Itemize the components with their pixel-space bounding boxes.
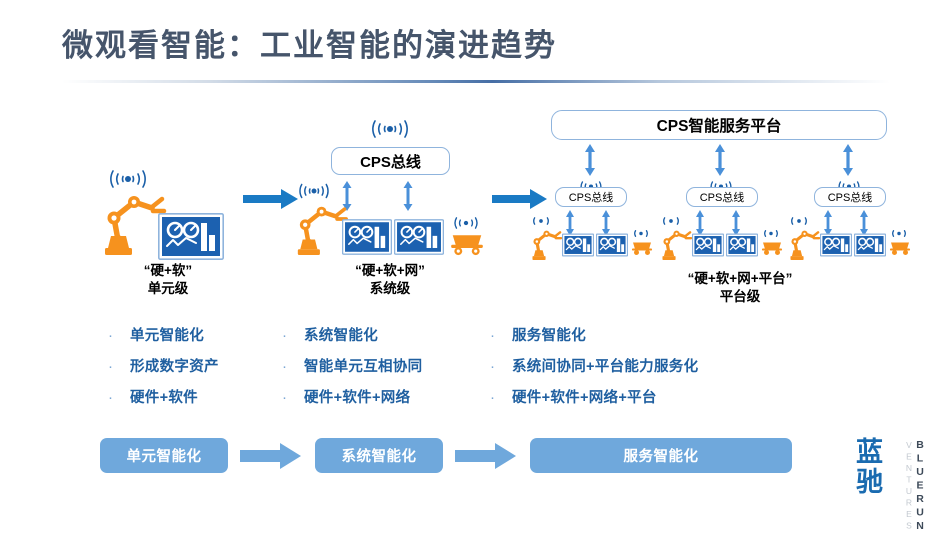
logo-ventures-text: VENTURES [904,440,914,532]
agv-cart-icon [762,242,782,255]
monitor-icon [854,233,886,257]
bullet-dot-icon: · [108,358,113,375]
logo-cn-line2: 驰 [856,467,883,497]
bullet-dot-icon: · [282,358,287,375]
cps-bus-box-system[interactable]: CPS总线 [331,147,450,175]
bullet-column-platform: · 服务智能化 · 系统间协同+平台能力服务化 · 硬件+软件+网络+平台 [490,324,698,417]
bus-to-unit-arrows [566,210,610,236]
agv-cart-icon [890,242,910,255]
stage-system-level: 系统级 [369,281,411,296]
robot-arm-icon [297,206,348,255]
stage-system-caption: “硬+软+网” 系统级 [275,262,505,298]
logo-cn-line1: 蓝 [856,437,883,467]
agv-cart-icon [632,242,652,255]
bullet-label: 硬件+软件+网络+平台 [512,390,657,406]
stage-arrow-2-icon [492,189,547,209]
flow-step-2[interactable]: 系统智能化 [315,438,443,473]
robot-arm-icon [105,196,167,255]
stage-unit-quote: “硬+软” [143,263,193,278]
wireless-icon [634,230,648,237]
logo-chinese: 蓝 驰 [856,437,902,497]
flow-arrow-1-icon [240,443,301,469]
agv-cart-icon [451,235,483,256]
monitor-icon [596,233,628,257]
monitor-icon [342,219,392,255]
bullet-column-system: · 系统智能化 · 智能单元互相协同 · 硬件+软件+网络 [282,324,422,417]
list-item: · 智能单元互相协同 [282,355,422,376]
list-item: · 服务智能化 [490,324,698,345]
bullet-label: 智能单元互相协同 [304,359,423,375]
list-item: · 硬件+软件 [108,386,219,407]
flow-step-3[interactable]: 服务智能化 [530,438,792,473]
bullet-label: 硬件+软件 [130,390,198,406]
wireless-icon [299,183,329,199]
bullet-dot-icon: · [108,327,113,344]
robot-arm-icon [662,230,693,260]
stage-unit-caption: “硬+软” 单元级 [58,262,278,298]
list-item: · 系统智能化 [282,324,422,345]
monitor-icon [562,233,594,257]
wireless-icon [663,217,679,225]
bullet-label: 系统间协同+平台能力服务化 [512,359,699,375]
bullet-column-unit: · 单元智能化 · 形成数字资产 · 硬件+软件 [108,324,219,417]
stage-unit-level: 单元级 [147,281,189,296]
monitor-icon [158,213,224,260]
stage-platform-level: 平台级 [719,289,761,304]
stage-system-quote: “硬+软+网” [355,263,425,278]
bus-to-unit-arrows [824,210,868,236]
bullet-dot-icon: · [490,358,495,375]
monitor-icon [726,233,758,257]
bullet-dot-icon: · [282,389,287,406]
slide-canvas: 微观看智能：工业智能的演进趋势 [58,28,940,534]
wireless-icon [892,230,906,237]
stage-platform-caption: “硬+软+网+平台” 平台级 [590,270,890,306]
monitor-icon [394,219,444,255]
cps-platform-box[interactable]: CPS智能服务平台 [551,110,887,140]
list-item: · 单元智能化 [108,324,219,345]
logo-bluerun-text: BLUERUN [914,439,926,534]
cps-bus-box-2[interactable]: CPS总线 [686,187,758,207]
wireless-icon [791,217,807,225]
flow-arrow-2-icon [455,443,516,469]
robot-arm-icon [532,230,563,260]
bullet-label: 单元智能化 [130,328,204,344]
monitor-icon [692,233,724,257]
bullet-dot-icon: · [490,327,495,344]
wireless-icon [764,230,778,237]
wireless-icon [372,120,408,138]
flow-step-1[interactable]: 单元智能化 [100,438,228,473]
platform-to-bus-arrows [585,144,853,176]
wireless-icon [454,217,478,229]
bullet-label: 系统智能化 [304,328,378,344]
wireless-icon [110,170,146,188]
robot-arm-icon [790,230,821,260]
list-item: · 硬件+软件+网络+平台 [490,386,698,407]
page-title: 微观看智能：工业智能的演进趋势 [62,28,557,63]
bullet-label: 形成数字资产 [130,359,219,375]
monitor-icon [820,233,852,257]
cps-bus-box-1[interactable]: CPS总线 [555,187,627,207]
bullet-label: 硬件+软件+网络 [304,390,411,406]
bullet-label: 服务智能化 [512,328,586,344]
bullet-dot-icon: · [108,389,113,406]
bus-to-unit-arrows [342,181,413,211]
cps-bus-box-3[interactable]: CPS总线 [814,187,886,207]
title-divider [62,80,890,83]
bus-to-unit-arrows [696,210,740,236]
list-item: · 形成数字资产 [108,355,219,376]
brand-logo: 蓝 驰 VENTURES BLUERUN [856,437,940,534]
stage-platform-quote: “硬+软+网+平台” [687,271,793,286]
list-item: · 系统间协同+平台能力服务化 [490,355,698,376]
wireless-dot [125,176,131,182]
stage-arrow-1-icon [243,189,298,209]
wireless-icon [533,217,549,225]
bullet-dot-icon: · [282,327,287,344]
list-item: · 硬件+软件+网络 [282,386,422,407]
bullet-dot-icon: · [490,389,495,406]
